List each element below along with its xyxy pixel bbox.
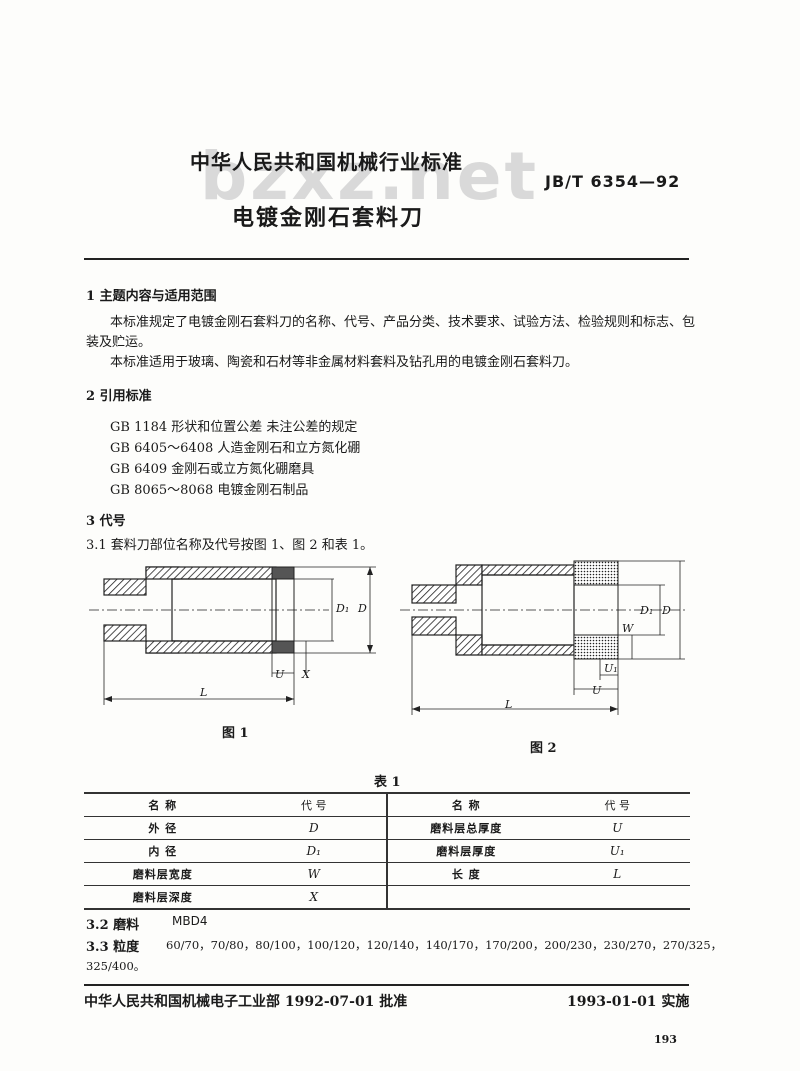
section-1-para1-line2: 装及贮运。 <box>86 335 152 350</box>
section-3-heading: 3 代号 <box>86 514 126 529</box>
header-cell: 代 号 <box>241 792 388 817</box>
figure-2-drawing <box>400 560 685 715</box>
table-cell: 磨料层深度 <box>84 885 242 910</box>
figure-2-label-d1: D₁ <box>640 604 654 617</box>
standard-number: JB/T 6354—92 <box>545 172 681 191</box>
table-cell: U₁ <box>544 839 690 863</box>
table-cell <box>544 885 690 910</box>
header-cell: 名 称 <box>84 792 242 817</box>
table-cell: D <box>241 816 388 840</box>
figure-1-label-u: U <box>275 668 285 681</box>
section-3-2-value: MBD4 <box>172 914 208 928</box>
section-1-para1-line1: 本标准规定了电镀金刚石套料刀的名称、代号、产品分类、技术要求、试验方法、检验规则… <box>110 315 696 330</box>
figure-1-label-x: X <box>302 668 310 681</box>
figure-1-label-d1: D₁ <box>336 602 350 615</box>
table-cell: 磨料层宽度 <box>84 862 242 886</box>
table-row: 磨料层宽度 W 长 度 L <box>84 862 690 886</box>
table-cell: L <box>544 862 690 886</box>
table-cell: D₁ <box>241 839 388 863</box>
header-cell: 名 称 <box>386 792 545 817</box>
table-cell: 内 径 <box>84 839 242 863</box>
table-cell: U <box>544 816 690 840</box>
table-row: 内 径 D₁ 磨料层厚度 U₁ <box>84 839 690 863</box>
reference-item: GB 6409 金刚石或立方氮化硼磨具 <box>110 462 315 477</box>
table-row: 外 径 D 磨料层总厚度 U <box>84 816 690 840</box>
table-cell: 磨料层厚度 <box>386 839 545 863</box>
table-header-row: 名 称 代 号 名 称 代 号 <box>84 792 690 817</box>
figure-2-caption: 图 2 <box>530 741 557 756</box>
section-1-heading: 1 主题内容与适用范围 <box>86 289 217 304</box>
reference-item: GB 1184 形状和位置公差 未注公差的规定 <box>110 420 358 435</box>
section-3-3-line1: 60/70，70/80，80/100，100/120，120/140，140/1… <box>166 938 723 952</box>
figure-1-label-l: L <box>200 686 208 699</box>
section-2-heading: 2 引用标准 <box>86 389 152 404</box>
section-3-3-label: 3.3 粒度 <box>86 940 140 955</box>
watermark: bzxz.net <box>200 138 540 215</box>
figure-2-label-w: W <box>622 622 634 635</box>
figure-2-label-u1: U₁ <box>604 662 618 675</box>
header-rule <box>84 258 689 260</box>
header-cell: 代 号 <box>544 792 690 817</box>
figure-2-label-u: U <box>592 684 602 697</box>
section-3-1-text: 3.1 套料刀部位名称及代号按图 1、图 2 和表 1。 <box>86 538 374 553</box>
table-cell: X <box>241 885 388 910</box>
table-1: 名 称 代 号 名 称 代 号 外 径 D 磨料层总厚度 U 内 径 D₁ 磨料… <box>84 792 690 910</box>
footer-rule <box>84 984 689 986</box>
section-3-2-label: 3.2 磨料 <box>86 918 140 933</box>
effective-date: 1993-01-01 实施 <box>567 994 690 1010</box>
figure-1-drawing <box>89 566 334 705</box>
reference-item: GB 8065～8068 电镀金刚石制品 <box>110 483 309 498</box>
table-row: 磨料层深度 X <box>84 885 690 910</box>
table-1-caption: 表 1 <box>374 775 401 790</box>
reference-item: GB 6405～6408 人造金刚石和立方氮化硼 <box>110 441 361 456</box>
section-1-para2: 本标准适用于玻璃、陶瓷和石材等非金属材料套料及钻孔用的电镀金刚石套料刀。 <box>110 355 579 370</box>
table-cell: 外 径 <box>84 816 242 840</box>
table-cell: 长 度 <box>386 862 545 886</box>
figure-1-label-d: D <box>358 602 367 615</box>
document-title: 电镀金刚石套料刀 <box>232 205 425 231</box>
standard-category: 中华人民共和国机械行业标准 <box>190 150 463 174</box>
figure-2-label-l: L <box>505 698 513 711</box>
table-cell <box>386 885 545 910</box>
figure-1-dimension-d <box>334 566 376 654</box>
page-number: 193 <box>654 1033 677 1046</box>
figure-2-label-d: D <box>662 604 671 617</box>
section-3-3-line2: 325/400。 <box>86 959 146 973</box>
figure-1-caption: 图 1 <box>222 726 249 741</box>
table-cell: W <box>241 862 388 886</box>
approval-line: 中华人民共和国机械电子工业部 1992-07-01 批准 <box>84 994 408 1010</box>
table-cell: 磨料层总厚度 <box>386 816 545 840</box>
